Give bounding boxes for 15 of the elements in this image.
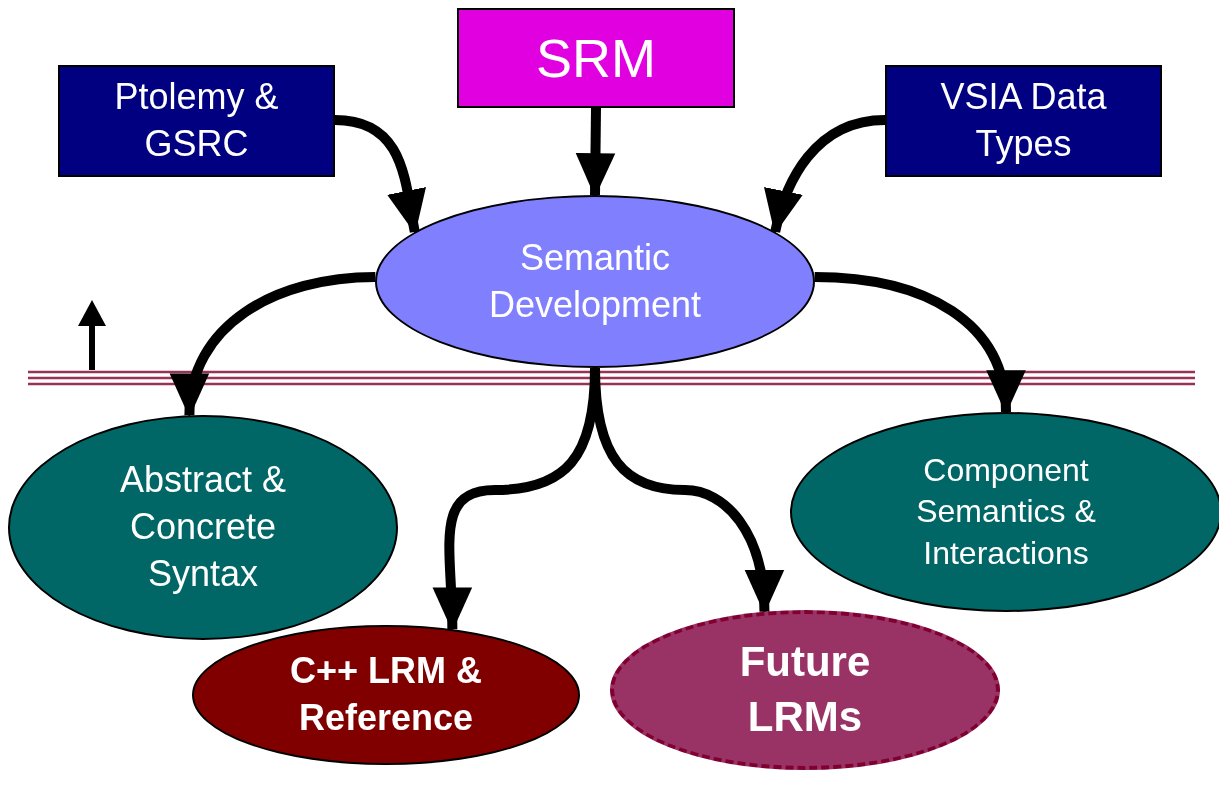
node-label: Future LRMs	[738, 637, 872, 742]
arrow	[814, 271, 1023, 415]
node-label: Semantic Development	[487, 235, 703, 327]
source-box	[58, 65, 335, 177]
node-label: Abstract & Concrete Syntax	[118, 458, 288, 596]
node-label: VSIA Data Types	[939, 75, 1108, 166]
arrow	[334, 114, 427, 235]
node-label: Component Semantics & Interactions	[915, 450, 1097, 573]
node-label: C++ LRM & Reference	[289, 649, 483, 740]
arrow	[765, 114, 886, 235]
node-label: Ptolemy & GSRC	[113, 75, 280, 166]
arrow	[575, 107, 616, 198]
source-box	[885, 65, 1162, 177]
source-box	[457, 8, 735, 108]
node-label: SRM	[536, 26, 656, 90]
